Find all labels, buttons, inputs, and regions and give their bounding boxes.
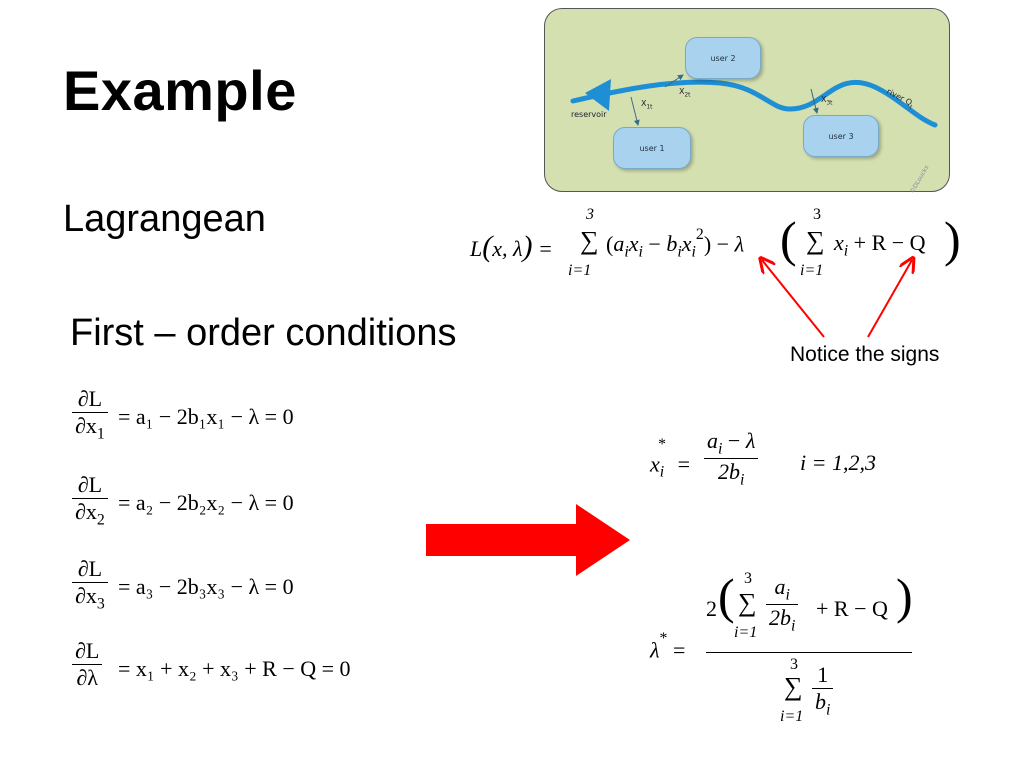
lam-den-numerator: 1 — [817, 662, 829, 687]
lam-den-sum-upper: 3 — [790, 656, 798, 673]
lam-den-fraction: 1 bi — [812, 662, 834, 719]
implies-arrow — [426, 504, 630, 576]
notice-note: Notice the signs — [790, 343, 940, 366]
implies-arrow-shape — [426, 504, 630, 576]
lam-sum-lower: i=1 — [734, 624, 758, 641]
user-1-label: user 1 — [639, 143, 665, 153]
withdrawal-arrow-1 — [630, 96, 640, 126]
foc-1-numerator: ∂L — [77, 386, 103, 411]
lagrangean-body: (aixi − bixi2) − λ — [606, 226, 745, 261]
foc-1-fraction: ∂L ∂x1 — [72, 386, 108, 443]
user-3-label: user 3 — [828, 131, 854, 141]
foc-2-numerator: ∂L — [77, 472, 103, 497]
user-2-box: user 2 — [685, 37, 761, 79]
foc-4-fraction: ∂L ∂λ — [72, 638, 103, 695]
lam-inner-denominator: 2bi — [766, 604, 799, 635]
x3-label: X3t — [821, 95, 833, 107]
lam-inner-numerator: ai — [774, 574, 790, 604]
foc-3-fraction: ∂L ∂x3 — [72, 556, 108, 613]
sum1-sigma: ∑ — [580, 226, 599, 255]
lam-paren-open: ( — [718, 568, 735, 624]
lambdastar-lhs: λ* = — [650, 630, 686, 663]
sum2-body: xi + R − Q — [834, 230, 926, 260]
foc-1-denominator: ∂x1 — [72, 412, 108, 443]
lam-den-sum-sigma: ∑ — [784, 672, 803, 701]
xstar-numerator: ai − λ — [707, 428, 756, 458]
lam-den-sum-lower: i=1 — [780, 708, 804, 725]
foc-list: ∂L ∂x1 = a₁ − 2b₁x₁ − λ = 0 ∂L ∂x2 = a₂ … — [68, 386, 428, 716]
lam-fraction-bar — [706, 652, 912, 653]
x2-label: X2t — [679, 87, 691, 99]
sum2-lower: i=1 — [800, 262, 824, 279]
xstar-range: i = 1,2,3 — [800, 450, 876, 475]
foc-2-denominator: ∂x2 — [72, 498, 108, 529]
foc-1-rhs: = a₁ − 2b₁x₁ − λ = 0 — [118, 404, 294, 429]
withdrawal-arrow-2 — [664, 74, 684, 88]
xstar-fraction: ai − λ 2bi — [704, 428, 759, 490]
foc-4-denominator: ∂λ — [72, 664, 103, 695]
lam-num-two: 2 — [706, 596, 717, 621]
notice-arrows — [740, 240, 940, 338]
sum2-upper: 3 — [813, 206, 821, 223]
river-diagram-drawing — [570, 74, 938, 128]
sum2-sigma: ∑ — [806, 226, 825, 255]
river-line — [570, 79, 938, 128]
lam-sum-upper: 3 — [744, 570, 752, 587]
foc-3-numerator: ∂L — [77, 556, 103, 581]
foc-4-rhs: = x₁ + x₂ + x₃ + R − Q = 0 — [118, 656, 351, 681]
lam-sum-sigma: ∑ — [738, 588, 757, 617]
sum1-lower: i=1 — [568, 262, 592, 279]
user-3-box: user 3 — [803, 115, 879, 157]
foc-2-fraction: ∂L ∂x2 — [72, 472, 108, 529]
foc-4-numerator: ∂L — [75, 638, 100, 663]
lam-tail: + R − Q — [816, 596, 888, 621]
reservoir-label: reservoir — [571, 110, 607, 119]
paren-close: ) — [944, 211, 961, 267]
sum1-upper: 3 — [586, 206, 594, 223]
reservoir-shape — [585, 79, 611, 111]
first-order-conditions-heading: First – order conditions — [70, 312, 457, 354]
withdrawal-arrow-3 — [810, 88, 819, 114]
river-diagram: user 2 user 1 user 3 reservoir X1t X2t X… — [544, 8, 950, 195]
x1-label: X1t — [641, 99, 653, 111]
xstar-equation: xi* = ai − λ 2bi i = 1,2,3 — [650, 428, 930, 508]
foc-3-rhs: = a₃ − 2b₃x₃ − λ = 0 — [118, 574, 294, 599]
xstar-lhs: xi* = — [650, 436, 691, 481]
lam-paren-close: ) — [896, 568, 913, 624]
foc-3-denominator: ∂x3 — [72, 582, 108, 613]
paren-open: ( — [780, 211, 797, 267]
lagrangean-lhs: L(x, λ) = — [470, 230, 553, 263]
lagrangean-heading: Lagrangean — [63, 198, 266, 240]
user-2-label: user 2 — [710, 53, 736, 63]
notice-arrow-right — [867, 260, 912, 338]
lagrangean-equation: L(x, λ) = 3 ∑ i=1 (aixi − bixi2) − λ ( 3… — [470, 200, 970, 290]
user-1-box: user 1 — [613, 127, 691, 169]
xstar-denominator: 2bi — [704, 458, 759, 489]
lam-inner-fraction: ai 2bi — [766, 574, 799, 636]
lam-den-denominator: bi — [812, 688, 834, 719]
foc-2-rhs: = a₂ − 2b₂x₂ − λ = 0 — [118, 490, 294, 515]
lambdastar-equation: λ* = 2 ( 3 ∑ i=1 ai 2bi + R − Q ) 3 ∑ i=… — [650, 566, 950, 736]
notice-arrow-left — [762, 260, 825, 338]
slide-title: Example — [63, 59, 297, 122]
